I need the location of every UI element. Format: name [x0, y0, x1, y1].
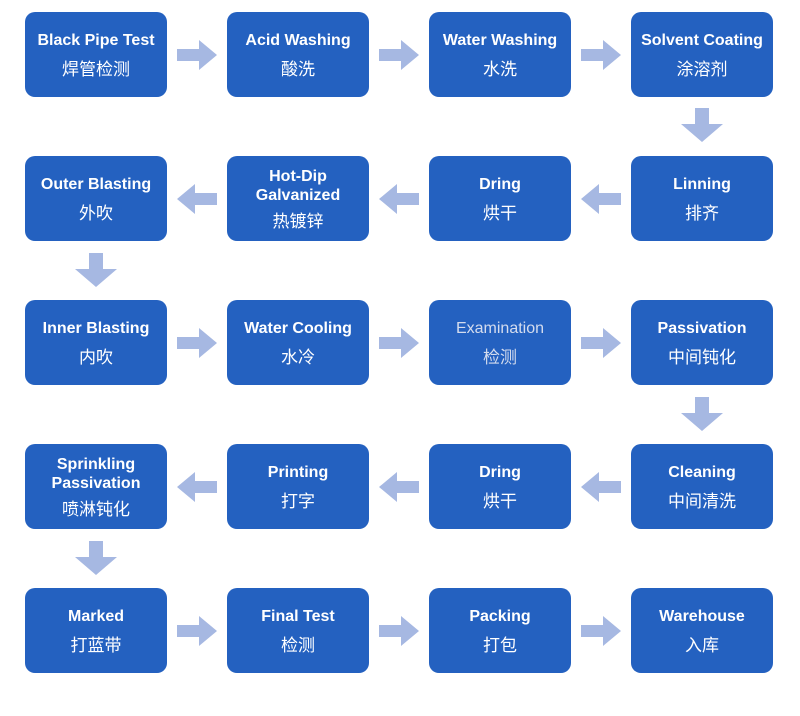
arrow-right-icon: [177, 328, 217, 358]
node-subtitle: 热镀锌: [272, 211, 324, 231]
node-title: Water Cooling: [244, 319, 352, 337]
flow-node-dring-2: Dring 烘干: [429, 444, 571, 529]
flow-node-examination: Examination 检测: [429, 300, 571, 385]
flow-node-hot-dip-galvanized: Hot-Dip Galvanized 热镀锌: [227, 156, 369, 241]
node-title: Examination: [455, 319, 545, 337]
node-title: Dring: [479, 175, 521, 193]
node-title: Sprinkling Passivation: [51, 455, 141, 492]
arrow-left-icon: [177, 472, 217, 502]
arrow-right-icon: [581, 616, 621, 646]
node-title: Black Pipe Test: [37, 31, 155, 49]
flow-node-water-cooling: Water Cooling 水冷: [227, 300, 369, 385]
node-subtitle: 检测: [483, 347, 517, 367]
node-title: Solvent Coating: [641, 31, 763, 49]
arrow-right-icon: [581, 40, 621, 70]
node-subtitle: 入库: [685, 635, 719, 655]
flow-node-solvent-coating: Solvent Coating 涂溶剂: [631, 12, 773, 97]
node-subtitle: 喷淋钝化: [62, 499, 130, 519]
node-subtitle: 中间钝化: [668, 347, 736, 367]
arrow-left-icon: [581, 184, 621, 214]
flow-node-linning: Linning 排齐: [631, 156, 773, 241]
flow-node-passivation: Passivation 中间钝化: [631, 300, 773, 385]
flow-node-warehouse: Warehouse 入库: [631, 588, 773, 673]
arrow-down-icon: [75, 253, 117, 287]
flow-node-outer-blasting: Outer Blasting 外吹: [25, 156, 167, 241]
node-title: Dring: [479, 463, 521, 481]
arrow-right-icon: [379, 328, 419, 358]
arrow-left-icon: [177, 184, 217, 214]
arrow-left-icon: [581, 472, 621, 502]
node-title: Water Washing: [442, 31, 558, 49]
arrow-down-icon: [681, 108, 723, 142]
node-title: Final Test: [261, 607, 335, 625]
node-subtitle: 水洗: [483, 59, 517, 79]
node-title: Warehouse: [659, 607, 745, 625]
flow-node-marked: Marked 打蓝带: [25, 588, 167, 673]
node-title: Outer Blasting: [40, 175, 152, 193]
flow-node-final-test: Final Test 检测: [227, 588, 369, 673]
node-subtitle: 中间清洗: [668, 491, 736, 511]
arrow-down-icon: [75, 541, 117, 575]
node-subtitle: 排齐: [685, 203, 719, 223]
node-subtitle: 打字: [281, 491, 315, 511]
arrow-right-icon: [177, 616, 217, 646]
arrow-down-icon: [681, 397, 723, 431]
node-title: Packing: [469, 607, 531, 625]
node-subtitle: 打包: [483, 635, 517, 655]
flow-node-water-washing: Water Washing 水洗: [429, 12, 571, 97]
node-title: Cleaning: [668, 463, 736, 481]
node-subtitle: 酸洗: [281, 59, 315, 79]
arrow-right-icon: [581, 328, 621, 358]
flow-node-black-pipe-test: Black Pipe Test 焊管检测: [25, 12, 167, 97]
node-subtitle: 烘干: [483, 491, 517, 511]
node-title: Acid Washing: [245, 31, 351, 49]
flow-node-packing: Packing 打包: [429, 588, 571, 673]
node-subtitle: 外吹: [79, 203, 113, 223]
arrow-right-icon: [379, 616, 419, 646]
node-subtitle: 打蓝带: [70, 635, 122, 655]
node-subtitle: 焊管检测: [62, 59, 130, 79]
arrow-right-icon: [177, 40, 217, 70]
arrow-left-icon: [379, 472, 419, 502]
node-title: Linning: [673, 175, 731, 193]
flow-node-cleaning: Cleaning 中间清洗: [631, 444, 773, 529]
node-title: Passivation: [657, 319, 747, 337]
node-subtitle: 检测: [281, 635, 315, 655]
flow-node-inner-blasting: Inner Blasting 内吹: [25, 300, 167, 385]
arrow-right-icon: [379, 40, 419, 70]
node-subtitle: 涂溶剂: [676, 59, 728, 79]
node-title: Inner Blasting: [42, 319, 150, 337]
arrow-left-icon: [379, 184, 419, 214]
flow-node-printing: Printing 打字: [227, 444, 369, 529]
node-title: Printing: [267, 463, 329, 481]
flow-node-sprinkling-passivation: Sprinkling Passivation 喷淋钝化: [25, 444, 167, 529]
flow-node-dring-1: Dring 烘干: [429, 156, 571, 241]
node-title: Marked: [67, 607, 125, 625]
flow-node-acid-washing: Acid Washing 酸洗: [227, 12, 369, 97]
node-title: Hot-Dip Galvanized: [255, 167, 341, 204]
node-subtitle: 烘干: [483, 203, 517, 223]
node-subtitle: 水冷: [281, 347, 315, 367]
node-subtitle: 内吹: [79, 347, 113, 367]
